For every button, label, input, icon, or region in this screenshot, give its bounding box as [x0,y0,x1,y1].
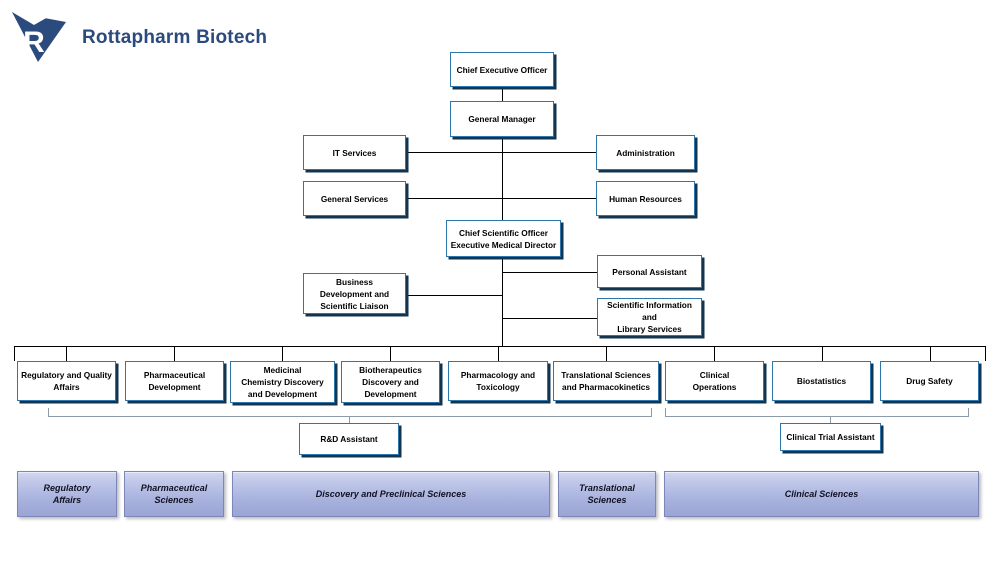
node-label-line2: and Pharmacokinetics [561,382,651,392]
node-label: Biostatistics [796,376,847,386]
band-clinical-sciences[interactable]: Clinical Sciences [664,471,979,517]
band-translational-sciences[interactable]: Translational Sciences [558,471,656,517]
node-label-line1: Scientific Information [607,300,692,310]
node-pharmacology-and-toxicology[interactable]: Pharmacology and Toxicology [448,361,548,401]
node-label: General Services [320,193,389,204]
node-label: Human Resources [609,193,682,204]
page-title: Rottapharm Biotech [82,27,268,48]
connector-drop-biotherapeutics [390,346,391,361]
node-label-line1: Regulatory and Quality [21,370,112,380]
node-label-line3: Library Services [617,324,682,334]
band-label-line1: Translational [579,483,635,493]
node-label-line2: Operations [692,382,737,392]
node-label-line2: Discovery and [362,377,419,387]
node-business-development-scientific-liaison[interactable]: Business Development and Scientific Liai… [303,273,406,314]
node-label-line3: and Development [247,389,318,399]
connector-cso-scientific-information [502,318,597,319]
connector-drop-pharmacology [498,346,499,361]
node-label-line1: Pharmaceutical [143,370,206,380]
node-label-line3: Development [364,389,417,399]
connector-cso-business-development [406,295,503,296]
node-biostatistics[interactable]: Biostatistics [772,361,871,401]
band-label-line2: Sciences [154,495,194,505]
band-label-line2: Sciences [587,495,627,505]
node-rd-assistant[interactable]: R&D Assistant [299,423,399,455]
node-label-line2: Toxicology [476,382,520,392]
connector-cso-personal-assistant [502,272,597,273]
node-clinical-operations[interactable]: Clinical Operations [665,361,764,401]
node-label-line1: Business [336,276,373,287]
node-human-resources[interactable]: Human Resources [596,181,695,216]
band-regulatory-affairs[interactable]: Regulatory Affairs [17,471,117,517]
node-label-line2: Development [148,382,201,392]
connector-it-administration [406,152,596,153]
bracket-clinical-trial-assistant [665,408,969,417]
node-label: IT Services [332,147,377,158]
node-label-line1: Biotherapeutics [359,365,422,375]
bracket-rd-assistant [48,408,652,417]
band-label: Clinical Sciences [784,489,859,499]
node-administration[interactable]: Administration [596,135,695,170]
company-logo-icon: R [8,8,70,64]
node-biotherapeutics-discovery-and-development[interactable]: Biotherapeutics Discovery and Developmen… [341,361,440,403]
node-personal-assistant[interactable]: Personal Assistant [597,255,702,288]
connector-drop-medicinal [282,346,283,361]
connector-rd-assistant-drop [349,416,350,423]
connector-drop-clinical-ops [714,346,715,361]
node-label: Personal Assistant [612,266,687,277]
node-label: Administration [616,147,675,158]
connector-bus-right-cap [985,346,986,361]
band-pharmaceutical-sciences[interactable]: Pharmaceutical Sciences [124,471,224,517]
node-label-line2: Executive Medical Director [450,239,557,250]
node-label: General Manager [468,114,536,124]
connector-gm-spine [502,137,503,220]
band-label-line1: Pharmaceutical [140,483,208,493]
band-discovery-and-preclinical-sciences[interactable]: Discovery and Preclinical Sciences [232,471,550,517]
connector-department-bus [14,346,986,347]
connector-general-services-hr [406,198,596,199]
node-label-line2: Affairs [53,382,80,392]
node-chief-scientific-officer[interactable]: Chief Scientific Officer Executive Medic… [446,220,561,257]
node-general-services[interactable]: General Services [303,181,406,216]
node-translational-sciences-and-pharmacokinetics[interactable]: Translational Sciences and Pharmacokinet… [553,361,659,401]
node-chief-executive-officer[interactable]: Chief Executive Officer [450,52,554,87]
node-label: Chief Executive Officer [456,64,548,75]
node-clinical-trial-assistant[interactable]: Clinical Trial Assistant [780,423,881,451]
connector-ceo-gm [502,87,503,101]
node-label-line1: Chief Scientific Officer [459,227,548,238]
node-label-line1: Clinical [699,370,730,380]
node-label-line2: Chemistry Discovery [241,377,324,387]
band-label-line2: Affairs [52,495,82,505]
node-drug-safety[interactable]: Drug Safety [880,361,979,401]
connector-drop-translational [606,346,607,361]
node-label-line3: Scientific Liaison [320,300,389,311]
node-label-line2: and [642,312,657,322]
connector-cso-spine [502,257,503,347]
connector-clinical-trial-assistant-drop [830,416,831,423]
node-pharmaceutical-development[interactable]: Pharmaceutical Development [125,361,224,401]
connector-drop-pharmaceutical [174,346,175,361]
band-label: Discovery and Preclinical Sciences [315,489,467,499]
node-it-services[interactable]: IT Services [303,135,406,170]
svg-text:R: R [23,26,45,59]
node-general-manager[interactable]: General Manager [450,101,554,137]
node-regulatory-and-quality-affairs[interactable]: Regulatory and Quality Affairs [17,361,116,401]
node-label: R&D Assistant [320,434,378,444]
node-medicinal-chemistry-discovery-and-development[interactable]: Medicinal Chemistry Discovery and Develo… [230,361,335,403]
node-label-line1: Medicinal [263,365,302,375]
connector-drop-drug-safety [930,346,931,361]
node-label: Drug Safety [906,376,953,386]
connector-bus-left-cap [14,346,15,361]
connector-drop-regulatory [66,346,67,361]
connector-drop-biostatistics [822,346,823,361]
node-label-line2: Development and [319,288,390,299]
node-label-line1: Translational Sciences [561,370,651,380]
page-header: R Rottapharm Biotech [0,0,1000,80]
band-label-line1: Regulatory [43,483,91,493]
node-label-line1: Pharmacology and [460,370,536,380]
node-label: Clinical Trial Assistant [786,432,875,442]
node-scientific-information-library-services[interactable]: Scientific Information and Library Servi… [597,298,702,336]
